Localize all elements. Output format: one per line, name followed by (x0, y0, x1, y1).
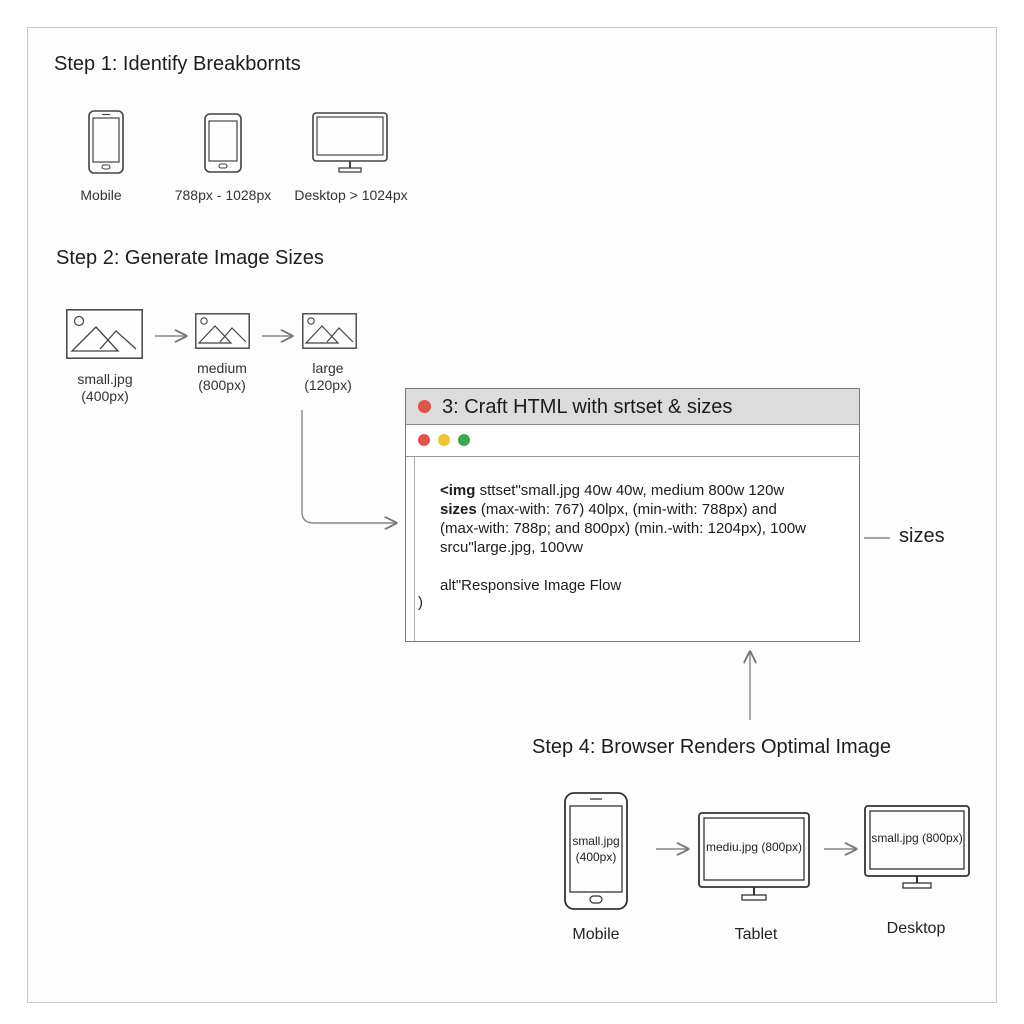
image-icon-large (302, 313, 357, 349)
image-icon-small (66, 309, 143, 359)
tablet-icon (698, 812, 810, 901)
red-dot-icon (418, 400, 431, 413)
mobile-screen-text: small.jpg (400px) (572, 834, 620, 864)
arrow-large-to-html (301, 410, 396, 523)
tablet-screen-text: mediu.jpg (800px) (705, 840, 803, 854)
mobile-phone-icon (88, 110, 124, 174)
html-code-window: 3: Craft HTML with srtset & sizes <img s… (405, 388, 860, 642)
code-block: <img sttset"small.jpg 40w 40w, medium 80… (440, 481, 806, 595)
step2-title: Step 2: Generate Image Sizes (56, 247, 324, 269)
step1-title: Step 1: Identify Breakbornts (54, 53, 301, 75)
desktop-monitor-icon (864, 805, 970, 889)
mobile-phone-icon (564, 792, 628, 910)
minimize-dot-icon (438, 434, 450, 446)
render-label-desktop: Desktop (886, 920, 946, 937)
code-line-4: srcu"large.jpg, 100vw (440, 539, 583, 556)
window-title-bar: 3: Craft HTML with srtset & sizes (406, 389, 859, 425)
code-gutter-line (414, 457, 415, 641)
device-label-mobile: Mobile (80, 187, 122, 203)
device-label-desktop: Desktop > 1024px (294, 187, 408, 203)
step3-title: 3: Craft HTML with srtset & sizes (442, 396, 733, 418)
image-label-large: large (120px) (304, 360, 352, 393)
code-line-2: sizes (max-with: 767) 40lpx, (min-with: … (440, 501, 777, 518)
render-label-mobile: Mobile (572, 926, 620, 943)
device-label-tablet: 788px - 1028px (174, 187, 272, 203)
window-controls (406, 425, 859, 457)
image-label-small: small.jpg (400px) (77, 371, 133, 404)
step4-title: Step 4: Browser Renders Optimal Image (532, 736, 892, 758)
code-line-3: (max-with: 788p; and 800px) (min.-with: … (440, 520, 807, 537)
render-label-tablet: Tablet (734, 926, 778, 943)
tablet-icon (204, 113, 242, 173)
desktop-monitor-icon (312, 112, 388, 173)
close-dot-icon (418, 434, 430, 446)
code-closing: ) (418, 594, 423, 611)
sizes-callout: sizes (899, 525, 945, 547)
code-line-1: <img sttset"small.jpg 40w 40w, medium 80… (440, 482, 785, 499)
desktop-screen-text: small.jpg (800px) (871, 831, 963, 845)
maximize-dot-icon (458, 434, 470, 446)
image-label-medium: medium (800px) (197, 360, 247, 393)
image-icon-medium (195, 313, 250, 349)
code-line-5: alt"Responsive Image Flow (440, 577, 622, 594)
